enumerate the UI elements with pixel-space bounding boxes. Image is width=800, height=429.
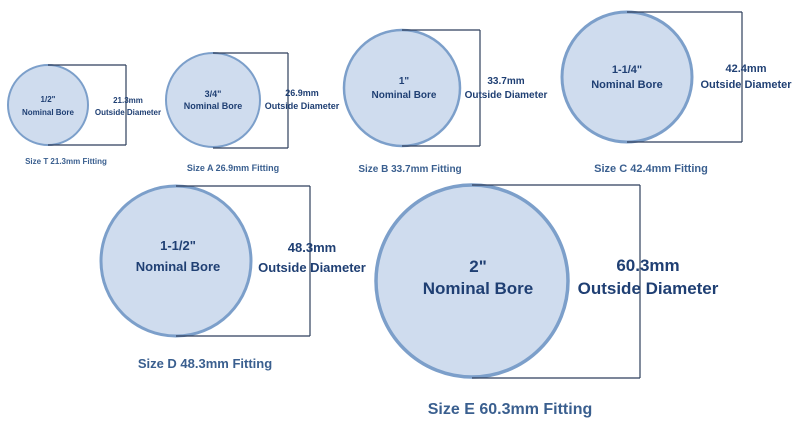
fitting-size-e: 2" Nominal Bore 60.3mm Outside Diameter …	[374, 183, 719, 418]
fitting-caption: Size T 21.3mm Fitting	[25, 157, 107, 166]
diameter-value: 48.3mm	[288, 240, 336, 255]
bore-label: Nominal Bore	[591, 79, 663, 91]
bore-label: Nominal Bore	[184, 101, 243, 111]
diameter-label: Outside Diameter	[465, 90, 548, 101]
bore-size: 1/2"	[41, 95, 56, 104]
fitting-size-a: 3/4" Nominal Bore 26.9mm Outside Diamete…	[165, 52, 340, 173]
fitting-size-b: 1" Nominal Bore 33.7mm Outside Diameter …	[342, 28, 548, 175]
bore-label: Nominal Bore	[423, 279, 534, 298]
bore-size: 1-1/4"	[612, 64, 642, 76]
fitting-size-c: 1-1/4" Nominal Bore 42.4mm Outside Diame…	[560, 10, 792, 175]
diameter-label: Outside Diameter	[258, 260, 366, 275]
diameter-label: Outside Diameter	[700, 79, 792, 91]
dimension-line	[176, 185, 311, 337]
fitting-circle	[165, 52, 261, 148]
diameter-value: 33.7mm	[487, 76, 524, 87]
bore-label: Nominal Bore	[136, 259, 221, 274]
fitting-size-t: 1/2" Nominal Bore 21.3mm Outside Diamete…	[7, 64, 161, 166]
bore-label: Nominal Bore	[22, 108, 75, 117]
dimension-line	[48, 64, 127, 146]
bore-size: 3/4"	[205, 89, 222, 99]
fitting-caption: Size C 42.4mm Fitting	[594, 163, 708, 175]
bore-size: 2"	[469, 257, 487, 276]
diameter-label: Outside Diameter	[95, 108, 161, 117]
bore-size: 1-1/2"	[160, 238, 196, 253]
fitting-caption: Size D 48.3mm Fitting	[138, 356, 272, 371]
fitting-circle	[7, 64, 89, 146]
fitting-circle	[342, 28, 462, 148]
dimension-line	[213, 52, 289, 149]
diameter-value: 42.4mm	[726, 63, 767, 75]
fitting-caption: Size A 26.9mm Fitting	[187, 163, 279, 173]
fitting-caption: Size E 60.3mm Fitting	[428, 401, 592, 418]
dimension-line	[472, 184, 641, 379]
diameter-label: Outside Diameter	[265, 101, 340, 111]
dimension-line	[627, 11, 743, 143]
dimension-line	[402, 29, 481, 147]
fitting-circle	[560, 10, 694, 144]
diameter-value: 26.9mm	[285, 88, 319, 98]
bore-label: Nominal Bore	[371, 90, 436, 101]
fitting-caption: Size B 33.7mm Fitting	[358, 164, 461, 175]
diameter-value: 21.3mm	[113, 96, 143, 105]
diameter-label: Outside Diameter	[578, 279, 719, 298]
fitting-size-d: 1-1/2" Nominal Bore 48.3mm Outside Diame…	[99, 184, 366, 371]
bore-size: 1"	[399, 76, 410, 87]
diameter-value: 60.3mm	[616, 256, 679, 275]
